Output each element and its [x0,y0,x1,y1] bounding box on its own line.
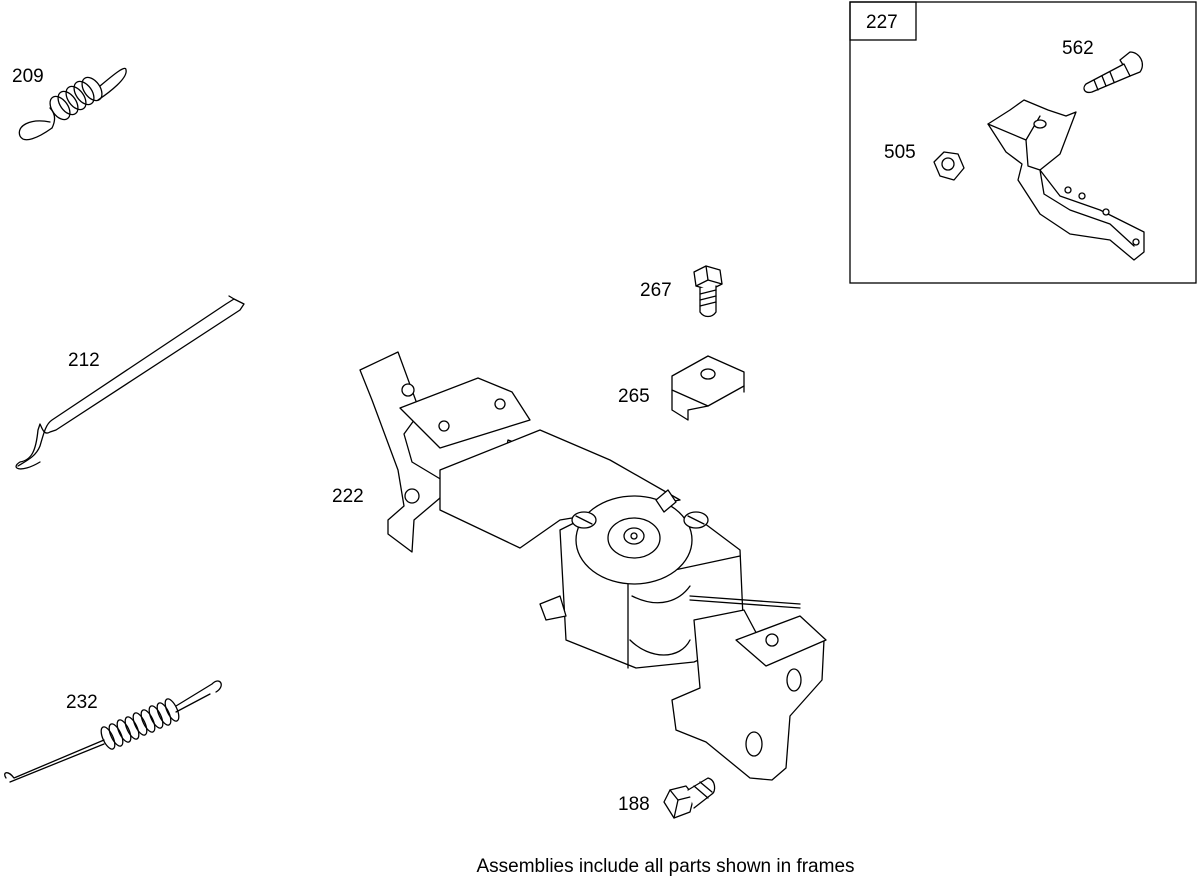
callout-188: 188 [618,794,650,815]
part-212-link-rod [15,295,245,470]
footer-note-container: Assemblies include all parts shown in fr… [0,856,1197,878]
callout-227: 227 [866,12,898,33]
part-222-control-bracket [359,351,827,781]
part-265-clip [671,355,745,421]
callout-562: 562 [1062,38,1094,59]
part-562-screw [1083,51,1144,94]
callout-267: 267 [640,280,672,301]
part-188-screw [663,777,716,819]
callout-505: 505 [884,142,916,163]
callout-222: 222 [332,486,364,507]
callout-209: 209 [12,66,44,87]
callout-212: 212 [68,350,100,371]
assembly-227-frame [849,1,1197,284]
part-232-spring [4,680,222,783]
part-505-nut [933,151,965,181]
part-209-spring [18,67,127,141]
part-267-screw [693,265,723,318]
part-227-bracket [987,99,1145,261]
callout-265: 265 [618,386,650,407]
callout-232: 232 [66,692,98,713]
footer-note: Assemblies include all parts shown in fr… [476,856,855,877]
